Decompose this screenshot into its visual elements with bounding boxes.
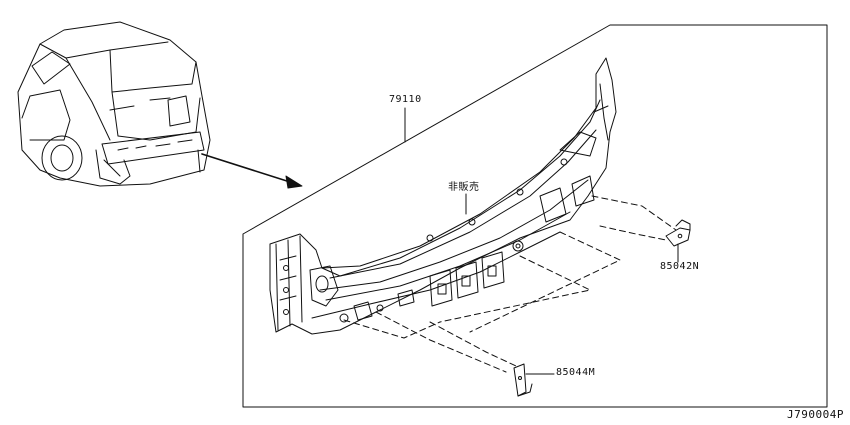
leader-lines xyxy=(404,107,467,215)
diagram-frame xyxy=(242,24,828,408)
diagram-reference-id: J790004P xyxy=(787,408,844,421)
dashed-guides xyxy=(343,195,677,373)
bracket-85044m xyxy=(513,363,555,397)
label-85044m: 85044M xyxy=(556,367,596,378)
label-79110: 79110 xyxy=(389,94,422,105)
label-not-sold: 非販売 xyxy=(448,182,480,193)
pointer-arrow xyxy=(201,153,303,189)
bracket-85042n xyxy=(665,219,691,263)
rear-panel-assembly xyxy=(269,57,617,335)
label-85042n: 85042N xyxy=(660,261,700,272)
vehicle-illustration xyxy=(17,21,211,187)
